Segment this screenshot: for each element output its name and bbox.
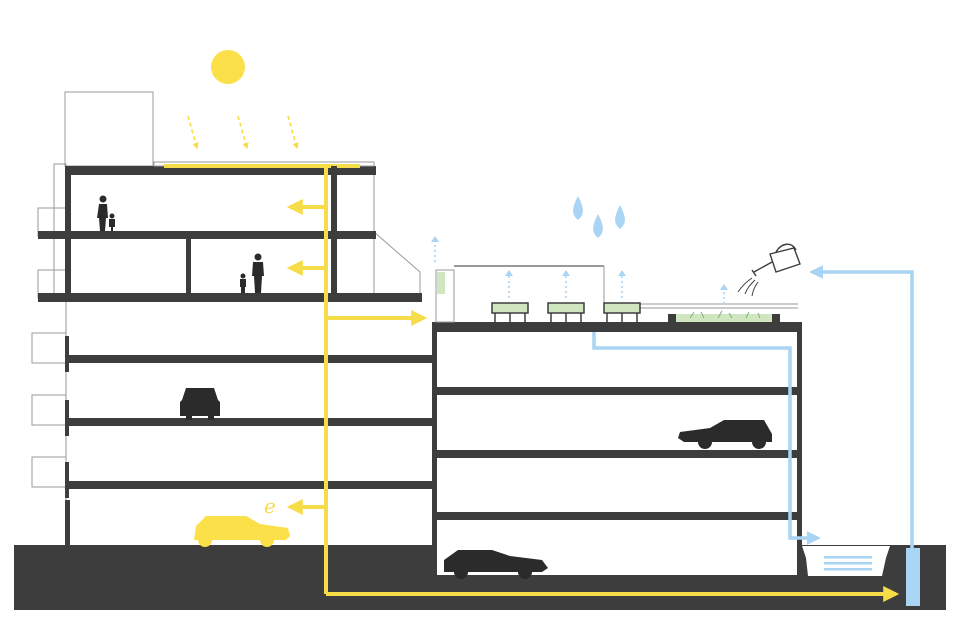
rooftop-planters xyxy=(491,302,641,322)
left-building xyxy=(31,91,432,545)
right-building xyxy=(431,236,802,524)
sun-rays xyxy=(187,115,299,150)
car-icon-side-2 xyxy=(444,550,548,579)
solar-panel xyxy=(164,164,360,168)
green-roof xyxy=(668,314,780,322)
water-flow xyxy=(592,265,914,548)
person-icon xyxy=(97,195,264,293)
raindrop-icon xyxy=(573,196,625,238)
car-icon-front xyxy=(180,388,220,420)
water-tank-icon xyxy=(802,546,920,606)
energy-label: e xyxy=(264,494,276,518)
car-icon-side-1 xyxy=(678,420,772,449)
evaporation-arrows xyxy=(434,240,725,304)
watering-can-icon xyxy=(737,243,801,297)
car-icon-electric xyxy=(194,516,290,547)
energy-flow xyxy=(286,168,900,602)
sun-icon xyxy=(211,50,245,84)
